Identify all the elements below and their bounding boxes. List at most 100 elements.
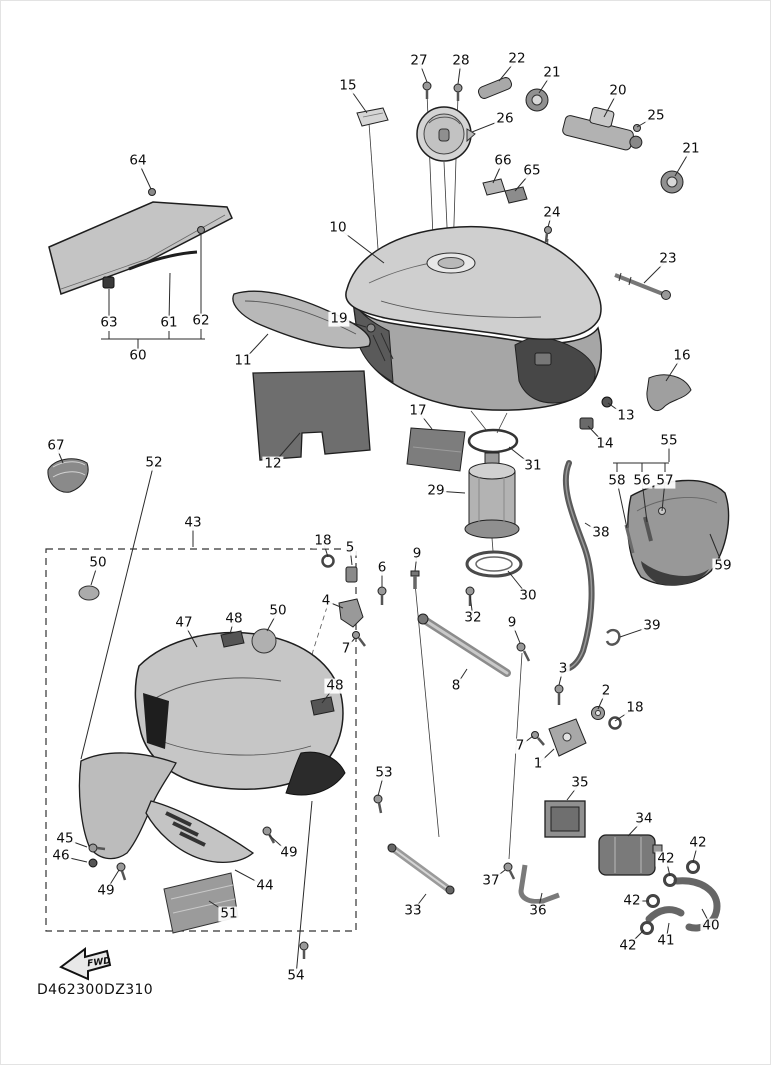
- callout-4: 4: [319, 592, 333, 609]
- callout-61: 61: [158, 314, 180, 331]
- callout-13: 13: [615, 407, 637, 424]
- callout-3: 3: [556, 660, 570, 677]
- callout-60: 60: [127, 347, 149, 364]
- bolt-23: [614, 272, 671, 300]
- bracket-16: [646, 374, 692, 412]
- callout-48: 48: [223, 610, 245, 627]
- pad-50-left: [78, 585, 100, 601]
- callout-44: 44: [254, 877, 276, 894]
- strip-58: [624, 524, 635, 554]
- callout-42: 42: [655, 850, 677, 867]
- pad-51: [163, 872, 239, 934]
- cover-panel-60: [48, 188, 233, 295]
- bracket-1: [548, 718, 587, 757]
- fuel-sender-20: [562, 106, 643, 151]
- callout-27: 27: [408, 52, 430, 69]
- pad-48-upper: [220, 630, 245, 648]
- callout-55: 55: [658, 432, 680, 449]
- callout-21: 21: [541, 64, 563, 81]
- sleeve-22: [477, 77, 513, 99]
- callout-15: 15: [337, 77, 359, 94]
- callout-28: 28: [450, 52, 472, 69]
- callout-7: 7: [513, 737, 527, 754]
- nut-46: [88, 858, 98, 868]
- screw-64: [148, 188, 156, 196]
- stay-33: [387, 843, 455, 895]
- hose-40: [673, 877, 721, 932]
- callout-1: 1: [531, 755, 545, 772]
- callout-9: 9: [410, 545, 424, 562]
- callout-36: 36: [527, 902, 549, 919]
- bolt-19: [366, 323, 376, 333]
- callout-56: 56: [631, 472, 653, 489]
- fuel-tank: [345, 225, 613, 430]
- group-bracket-55: [613, 462, 669, 472]
- bolt-53: [373, 794, 383, 814]
- strap-36: [518, 864, 560, 904]
- callout-21: 21: [680, 140, 702, 157]
- bolt-37: [503, 862, 516, 880]
- callout-25: 25: [645, 107, 667, 124]
- callout-52: 52: [143, 454, 165, 471]
- callout-35: 35: [569, 774, 591, 791]
- callout-49: 49: [278, 844, 300, 861]
- callout-37: 37: [480, 872, 502, 889]
- callout-11: 11: [232, 352, 254, 369]
- damper-12: [252, 370, 371, 461]
- callout-47: 47: [173, 614, 195, 631]
- tank-bracket: [534, 352, 552, 366]
- callout-50: 50: [87, 554, 109, 571]
- nut-13: [601, 396, 613, 408]
- callout-14: 14: [594, 435, 616, 452]
- insert-dark: [143, 693, 169, 749]
- hose-38: [562, 460, 595, 672]
- bolt-9-upper: [410, 570, 420, 589]
- trim-strip-61: [128, 250, 198, 271]
- leader-line-58: [616, 480, 628, 529]
- gasket-30: [465, 550, 523, 578]
- callout-12: 12: [262, 455, 284, 472]
- strip-56: [643, 516, 653, 542]
- bolt-49-lower: [116, 862, 127, 881]
- callout-42: 42: [621, 892, 643, 909]
- callout-42: 42: [617, 937, 639, 954]
- callout-10: 10: [327, 219, 349, 236]
- washer-18-left: [321, 554, 335, 568]
- callout-24: 24: [541, 204, 563, 221]
- pad-17: [406, 427, 466, 472]
- callout-50: 50: [267, 602, 289, 619]
- callout-57: 57: [654, 472, 676, 489]
- canister-34: [598, 834, 663, 876]
- leader-line-54: [295, 800, 313, 977]
- fwd-arrow: FWD: [59, 947, 112, 981]
- callout-2: 2: [599, 682, 613, 699]
- callout-16: 16: [671, 347, 693, 364]
- fuel-pump-29: [464, 452, 520, 539]
- callout-59: 59: [712, 557, 734, 574]
- callout-8: 8: [449, 677, 463, 694]
- callout-42: 42: [687, 834, 709, 851]
- mount-rod-8: [417, 613, 511, 677]
- fwd-label: FWD: [87, 956, 112, 969]
- callout-18: 18: [624, 699, 646, 716]
- callout-43: 43: [182, 514, 204, 531]
- collar-2: [591, 706, 605, 720]
- callout-58: 58: [606, 472, 628, 489]
- bolt-7-left: [352, 631, 366, 647]
- callout-6: 6: [375, 559, 389, 576]
- screw-62: [197, 226, 205, 234]
- callout-31: 31: [522, 457, 544, 474]
- callout-22: 22: [506, 50, 528, 67]
- grommet-63: [102, 276, 115, 289]
- side-cover-47: [134, 628, 346, 796]
- callout-29: 29: [425, 482, 447, 499]
- washer-18-right: [608, 716, 622, 730]
- callout-23: 23: [657, 250, 679, 267]
- callout-9: 9: [505, 614, 519, 631]
- bolt-7-right: [531, 731, 545, 746]
- lower-fin-cover-44: [78, 752, 255, 864]
- callout-65: 65: [521, 162, 543, 179]
- callout-51: 51: [218, 905, 240, 922]
- fuel-cap-26: [416, 106, 476, 162]
- callout-40: 40: [700, 917, 722, 934]
